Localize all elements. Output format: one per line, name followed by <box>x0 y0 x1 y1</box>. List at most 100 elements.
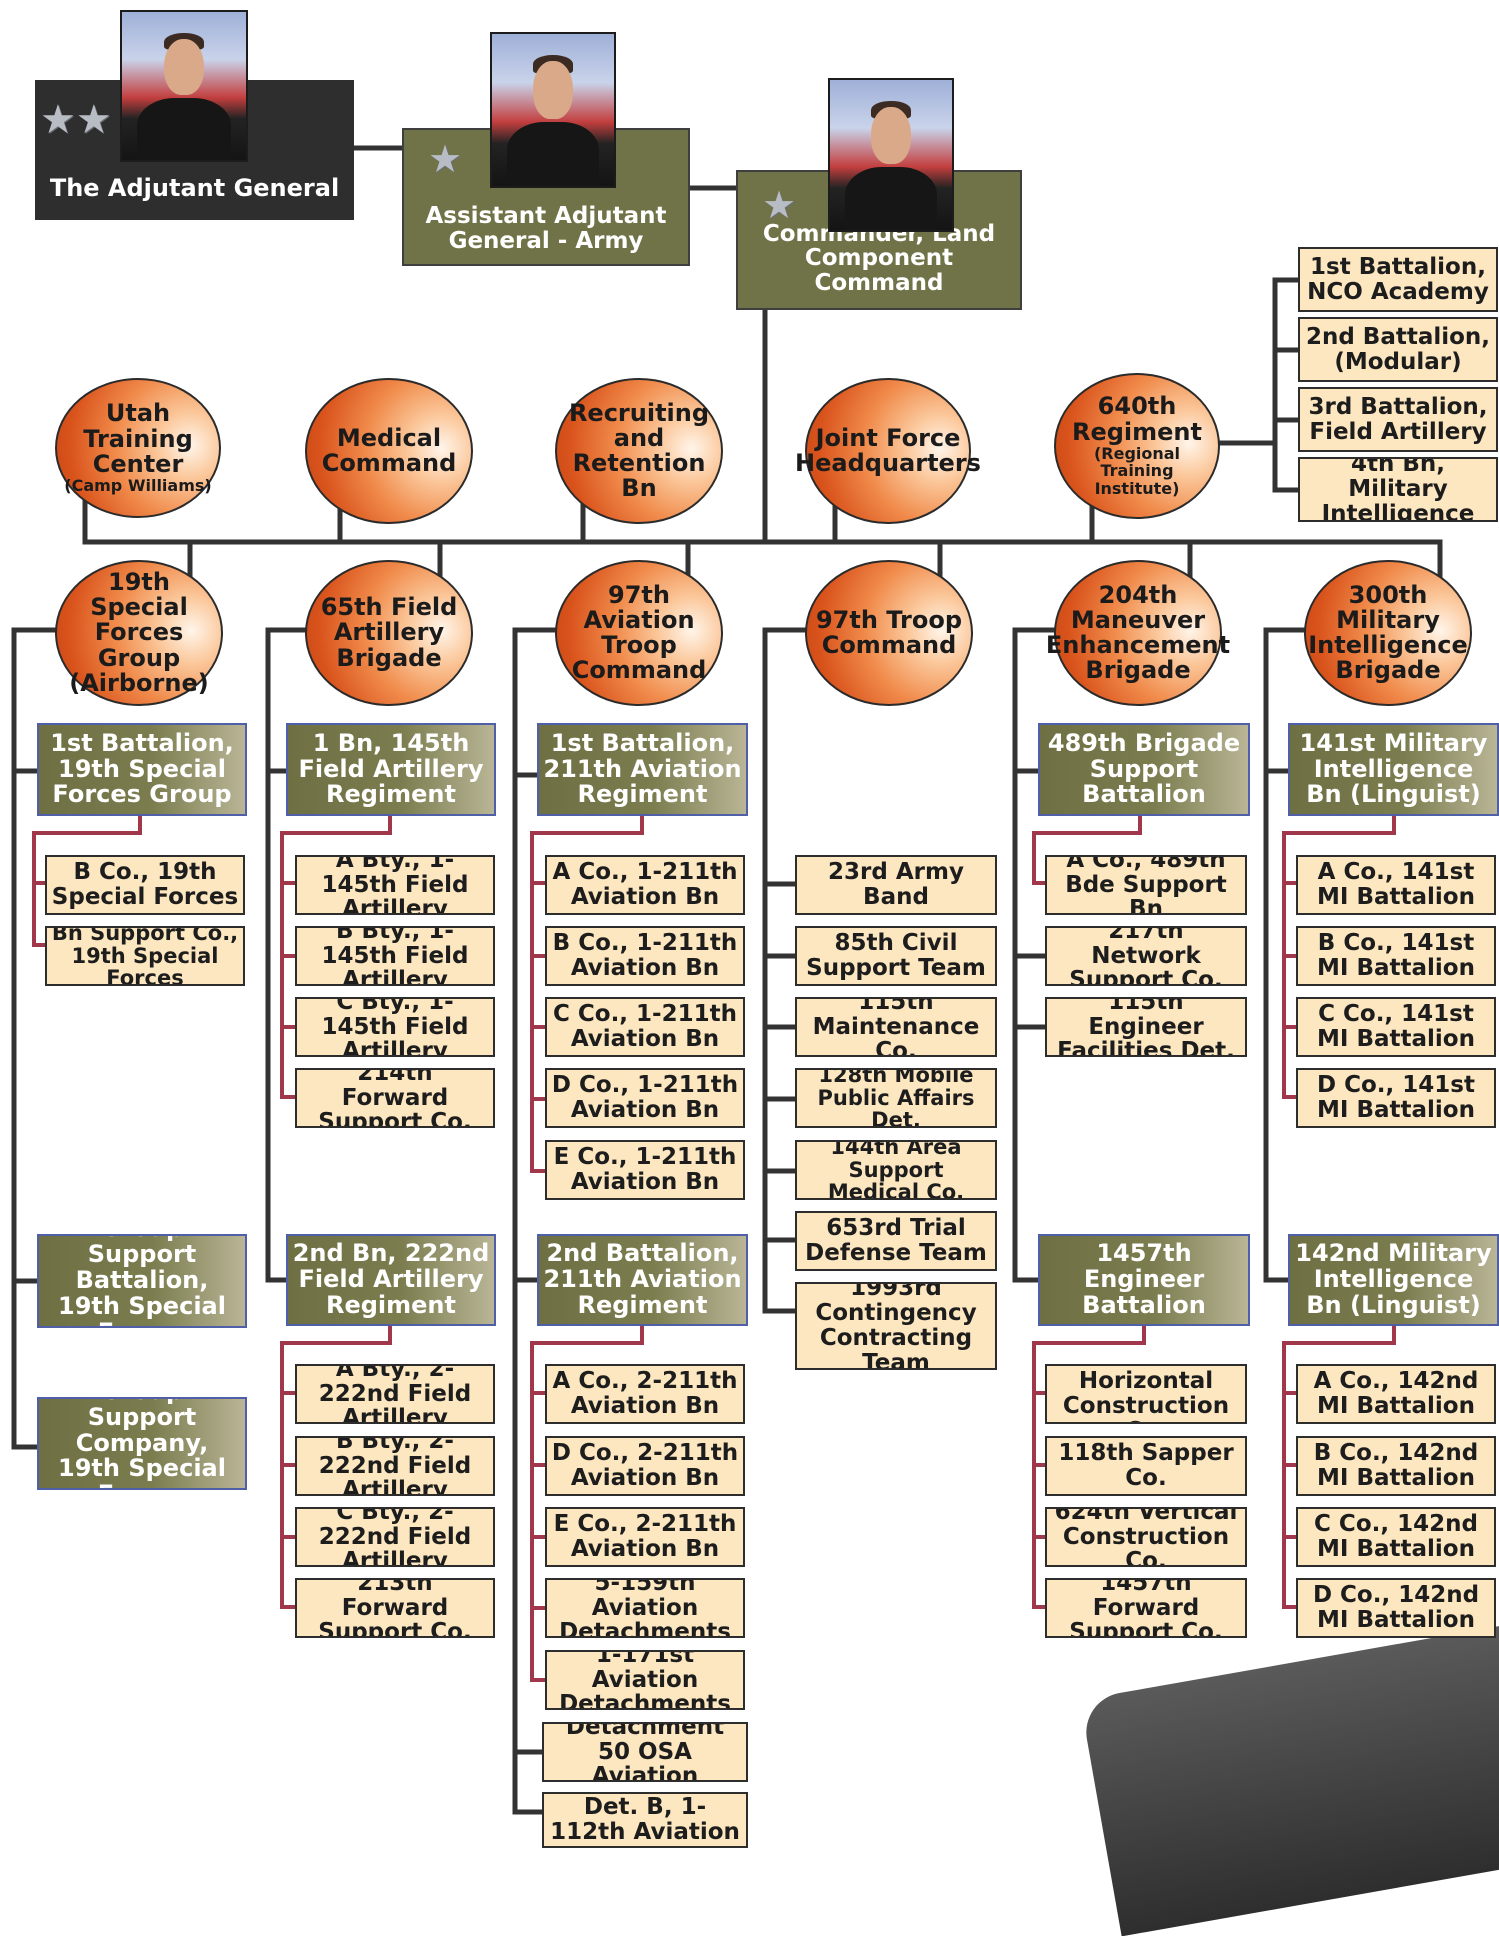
company-label: B Co., 19th Special Forces <box>51 859 239 910</box>
unit-box: 144th Area Support Medical Co. <box>795 1140 997 1200</box>
utah-training-center-sublabel: (Camp Williams) <box>64 475 212 495</box>
company-box: C Co., 141st MI Battalion <box>1296 997 1496 1057</box>
company-box: C Bty., 1-145th Field Artillery <box>295 997 495 1057</box>
battalion-label: 1st Battalion, 211th Aviation Regiment <box>543 728 742 809</box>
company-box: B Bty., 1-145th Field Artillery <box>295 926 495 986</box>
battalion-label: 1457th Engineer Battalion <box>1082 1239 1206 1319</box>
company-label: E Co., 2-211th Aviation Bn <box>553 1511 737 1562</box>
company-label: C Bty., 1-145th Field Artillery <box>321 997 469 1057</box>
company-label: Bn Support Co., 19th Special Forces <box>51 926 239 986</box>
company-box: A Co., 141st MI Battalion <box>1296 855 1496 915</box>
company-box: 5-159th Aviation Detachments <box>545 1578 745 1638</box>
regiment-640-circle: 640th Regiment (Regional Training Instit… <box>1054 373 1220 519</box>
company-label: Det. B, 1-112th Aviation <box>550 1794 740 1845</box>
company-label: A Co., 1-211th Aviation Bn <box>552 859 738 910</box>
major-command-label: 19th Special Forces Group (Airborne) <box>69 568 209 697</box>
company-label: D Co., 142nd MI Battalion <box>1312 1582 1480 1633</box>
adjutant-general-label: The Adjutant General <box>49 174 340 203</box>
company-box: B Co., 19th Special Forces <box>45 855 245 915</box>
company-label: B Co., 141st MI Battalion <box>1317 930 1475 981</box>
company-box: 115th Engineer Facilities Det. <box>1045 997 1247 1057</box>
company-box: D Co., 2-211th Aviation Bn <box>545 1436 745 1496</box>
unit-label: 85th Civil Support Team <box>806 930 986 981</box>
medical-command-circle: Medical Command <box>305 378 473 524</box>
company-label: Detachment 50 OSA Aviation <box>565 1722 725 1782</box>
utah-training-center-circle: Utah Training Center (Camp Williams) <box>55 378 221 518</box>
major-command-label: 300th Military Intelligence Brigade <box>1308 580 1468 685</box>
company-label: B Bty., 2-222nd Field Artillery <box>318 1436 472 1496</box>
company-box: 116th Horizontal Construction Co. <box>1045 1364 1247 1424</box>
battalion-label: 2nd Bn, 222nd Field Artillery Regiment <box>292 1239 490 1319</box>
company-box: A Co., 489th Bde Support Bn <box>1045 855 1247 915</box>
company-box: 1-171st Aviation Detachments <box>545 1650 745 1710</box>
company-box: E Co., 1-211th Aviation Bn <box>545 1140 745 1200</box>
unit-box: 653rd Trial Defense Team <box>795 1211 997 1271</box>
company-label: 624th Vertical Construction Co. <box>1054 1507 1238 1567</box>
battalion-box: 2nd Battalion, 211th Aviation Regiment <box>537 1234 748 1326</box>
major-command-circle: 300th Military Intelligence Brigade <box>1304 560 1472 706</box>
two-star-rank-icon: ★★ <box>40 97 112 143</box>
company-box: Bn Support Co., 19th Special Forces <box>45 926 245 986</box>
company-label: B Co., 142nd MI Battalion <box>1313 1440 1479 1491</box>
recruiting-retention-circle: Recruiting and Retention Bn <box>555 378 723 524</box>
battalion-label: 2nd Battalion, 211th Aviation Regiment <box>543 1239 742 1319</box>
company-box: 213th Forward Support Co. <box>295 1578 495 1638</box>
company-box: B Co., 142nd MI Battalion <box>1296 1436 1496 1496</box>
rti-battalion-label: 2nd Battalion, (Modular) <box>1305 323 1491 375</box>
rti-battalion-label: 3rd Battalion, Field Artillery <box>1308 393 1488 445</box>
battalion-box: 1 Bn, 145th Field Artillery Regiment <box>286 723 496 816</box>
company-label: D Co., 1-211th Aviation Bn <box>551 1072 739 1123</box>
adjutant-general-photo <box>120 10 248 162</box>
company-label: D Co., 2-211th Aviation Bn <box>551 1440 739 1491</box>
joint-force-hq-label: Joint Force Headquarters <box>795 423 981 477</box>
company-label: C Co., 1-211th Aviation Bn <box>553 1001 737 1052</box>
company-box: D Co., 142nd MI Battalion <box>1296 1578 1496 1638</box>
company-label: 217th Network Support Co. <box>1069 926 1223 986</box>
company-label: 1-171st Aviation Detachments <box>559 1650 731 1710</box>
company-box: C Bty., 2-222nd Field Artillery <box>295 1507 495 1567</box>
company-label: C Co., 141st MI Battalion <box>1317 1001 1475 1052</box>
company-label: A Co., 141st MI Battalion <box>1317 859 1475 910</box>
battalion-box: Group Support Company, 19th Special Forc… <box>37 1397 247 1490</box>
utah-training-center-label: Utah Training Center <box>83 399 193 478</box>
rti-battalion-box: 3rd Battalion, Field Artillery <box>1298 387 1498 452</box>
battalion-box: 141st Military Intelligence Bn (Linguist… <box>1288 723 1499 816</box>
battalion-label: 142nd Military Intelligence Bn (Linguist… <box>1295 1239 1492 1319</box>
company-label: D Co., 141st MI Battalion <box>1317 1072 1475 1123</box>
company-box: Det. B, 1-112th Aviation <box>542 1792 748 1848</box>
company-box: A Co., 142nd MI Battalion <box>1296 1364 1496 1424</box>
one-star-rank-icon: ★ <box>428 137 463 181</box>
battalion-box: 489th Brigade Support Battalion <box>1038 723 1250 816</box>
recruiting-retention-label: Recruiting and Retention Bn <box>568 398 710 503</box>
battalion-label: Group Support Company, 19th Special Forc… <box>58 1399 226 1488</box>
unit-box: 85th Civil Support Team <box>795 926 997 986</box>
joint-force-hq-circle: Joint Force Headquarters <box>795 378 981 524</box>
rti-battalion-label: 4th Bn, Military Intelligence <box>1321 457 1475 522</box>
one-star-rank-icon: ★ <box>762 183 797 227</box>
unit-label: 23rd Army Band <box>828 859 964 910</box>
battalion-box: 1st Battalion, 19th Special Forces Group <box>37 723 247 816</box>
land-component-commander-photo <box>828 78 954 232</box>
company-label: A Co., 2-211th Aviation Bn <box>552 1368 738 1419</box>
battalion-label: Group Support Battalion, 19th Special Fo… <box>58 1236 226 1326</box>
company-box: A Bty., 1-145th Field Artillery <box>295 855 495 915</box>
unit-label: 115th Maintenance Co. <box>812 997 980 1057</box>
regiment-640-label: 640th Regiment <box>1071 392 1202 446</box>
company-label: E Co., 1-211th Aviation Bn <box>553 1144 737 1195</box>
company-label: 1457th Forward Support Co. <box>1069 1578 1223 1638</box>
company-label: 213th Forward Support Co. <box>318 1578 472 1638</box>
major-command-label: 204th Maneuver Enhancement Brigade <box>1045 580 1231 685</box>
unit-box: 128th Mobile Public Affairs Det. <box>795 1068 997 1128</box>
unit-label: 1993rd Contingency Contracting Team <box>815 1282 977 1370</box>
rti-battalion-box: 1st Battalion, NCO Academy <box>1298 247 1498 312</box>
battalion-box: Group Support Battalion, 19th Special Fo… <box>37 1234 247 1328</box>
company-box: A Bty., 2-222nd Field Artillery <box>295 1364 495 1424</box>
company-label: A Bty., 2-222nd Field Artillery <box>318 1364 472 1424</box>
company-label: 115th Engineer Facilities Det. <box>1057 997 1235 1057</box>
company-box: A Co., 2-211th Aviation Bn <box>545 1364 745 1424</box>
company-label: 214th Forward Support Co. <box>318 1068 472 1128</box>
company-box: B Bty., 2-222nd Field Artillery <box>295 1436 495 1496</box>
battalion-box: 142nd Military Intelligence Bn (Linguist… <box>1288 1234 1499 1326</box>
major-command-circle: 204th Maneuver Enhancement Brigade <box>1046 560 1230 706</box>
unit-label: 128th Mobile Public Affairs Det. <box>817 1068 975 1128</box>
